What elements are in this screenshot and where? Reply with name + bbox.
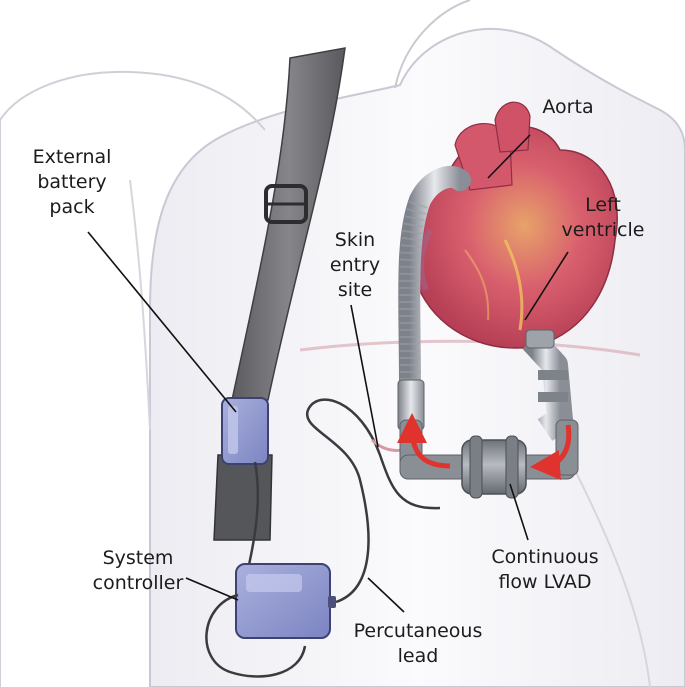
label-battery-line1: External xyxy=(22,145,122,170)
label-left-ventricle-line1: Left xyxy=(548,193,658,218)
label-skin-entry-site: Skin entry site xyxy=(315,228,395,303)
label-skin-line3: site xyxy=(315,278,395,303)
label-continuous-flow-lvad: Continuous flow LVAD xyxy=(470,545,620,595)
label-percutaneous-lead: Percutaneous lead xyxy=(338,619,498,669)
label-battery-line3: pack xyxy=(22,195,122,220)
lvad-pump-icon xyxy=(462,436,526,498)
label-external-battery-pack: External battery pack xyxy=(22,145,122,220)
label-left-ventricle: Left ventricle xyxy=(548,193,658,243)
label-lvad-line2: flow LVAD xyxy=(470,570,620,595)
label-lead-line1: Percutaneous xyxy=(338,619,498,644)
controller-box-icon xyxy=(236,564,336,638)
label-skin-line1: Skin xyxy=(315,228,395,253)
label-aorta: Aorta xyxy=(523,95,613,120)
label-lvad-line1: Continuous xyxy=(470,545,620,570)
label-controller-line1: System xyxy=(78,546,198,571)
label-system-controller: System controller xyxy=(78,546,198,596)
battery-holster xyxy=(214,455,272,540)
battery-pack-icon xyxy=(222,398,268,464)
label-battery-line2: battery xyxy=(22,170,122,195)
label-lead-line2: lead xyxy=(338,644,498,669)
label-controller-line2: controller xyxy=(78,571,198,596)
label-skin-line2: entry xyxy=(315,253,395,278)
label-left-ventricle-line2: ventricle xyxy=(548,218,658,243)
label-aorta-text: Aorta xyxy=(523,95,613,120)
